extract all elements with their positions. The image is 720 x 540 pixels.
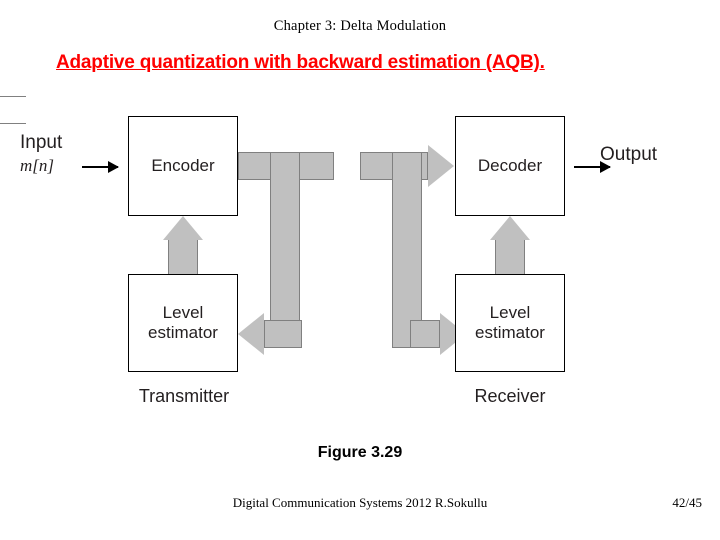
footer-page-number: 42/45 <box>672 495 702 510</box>
receiver-label: Receiver <box>474 386 546 406</box>
footer-source: Digital Communication Systems 2012 R.Sok… <box>232 495 488 510</box>
chapter-title: Chapter 3: Delta Modulation <box>273 18 447 34</box>
input-label: Input <box>20 132 63 153</box>
channel-arrowhead-to-decoder <box>428 145 454 187</box>
block-encoder: Encoder <box>128 116 238 216</box>
figure-caption: Figure 3.29 <box>317 444 403 461</box>
slide-heading: Adaptive quantization with backward esti… <box>56 52 545 73</box>
input-signal-label: m[n] <box>20 156 55 175</box>
encoder-feedback-bottom-shaft <box>264 320 302 348</box>
block-level-estimator-left-line2: estimator <box>148 323 218 342</box>
block-level-estimator-left: Level estimator <box>128 274 238 372</box>
level-estimator-right-up-shaft <box>495 238 525 278</box>
block-diagram: Input m[n] Output Transmitter Receiver E… <box>0 96 720 426</box>
block-level-estimator-left-line1: Level <box>162 303 204 323</box>
encoder-feedback-down-shaft <box>270 152 300 348</box>
encoder-feedback-arrowhead <box>238 313 264 355</box>
block-level-estimator-right-line2: estimator <box>475 323 545 342</box>
level-estimator-left-arrowhead <box>163 216 203 240</box>
input-arrow-icon <box>82 161 119 173</box>
block-decoder: Decoder <box>455 116 565 216</box>
decoder-feedback-down-shaft <box>392 152 422 348</box>
output-arrow-icon <box>574 161 611 173</box>
level-estimator-left-up-shaft <box>168 238 198 278</box>
decoder-feedback-bottom-shaft <box>410 320 440 348</box>
channel-arrow-dashed-gap <box>0 96 26 124</box>
block-level-estimator-right: Level estimator <box>455 274 565 372</box>
block-encoder-label: Encoder <box>151 156 215 176</box>
level-estimator-right-arrowhead <box>490 216 530 240</box>
block-level-estimator-right-line1: Level <box>489 303 531 323</box>
block-decoder-label: Decoder <box>477 156 543 176</box>
transmitter-label: Transmitter <box>138 386 230 406</box>
output-label: Output <box>600 144 658 165</box>
